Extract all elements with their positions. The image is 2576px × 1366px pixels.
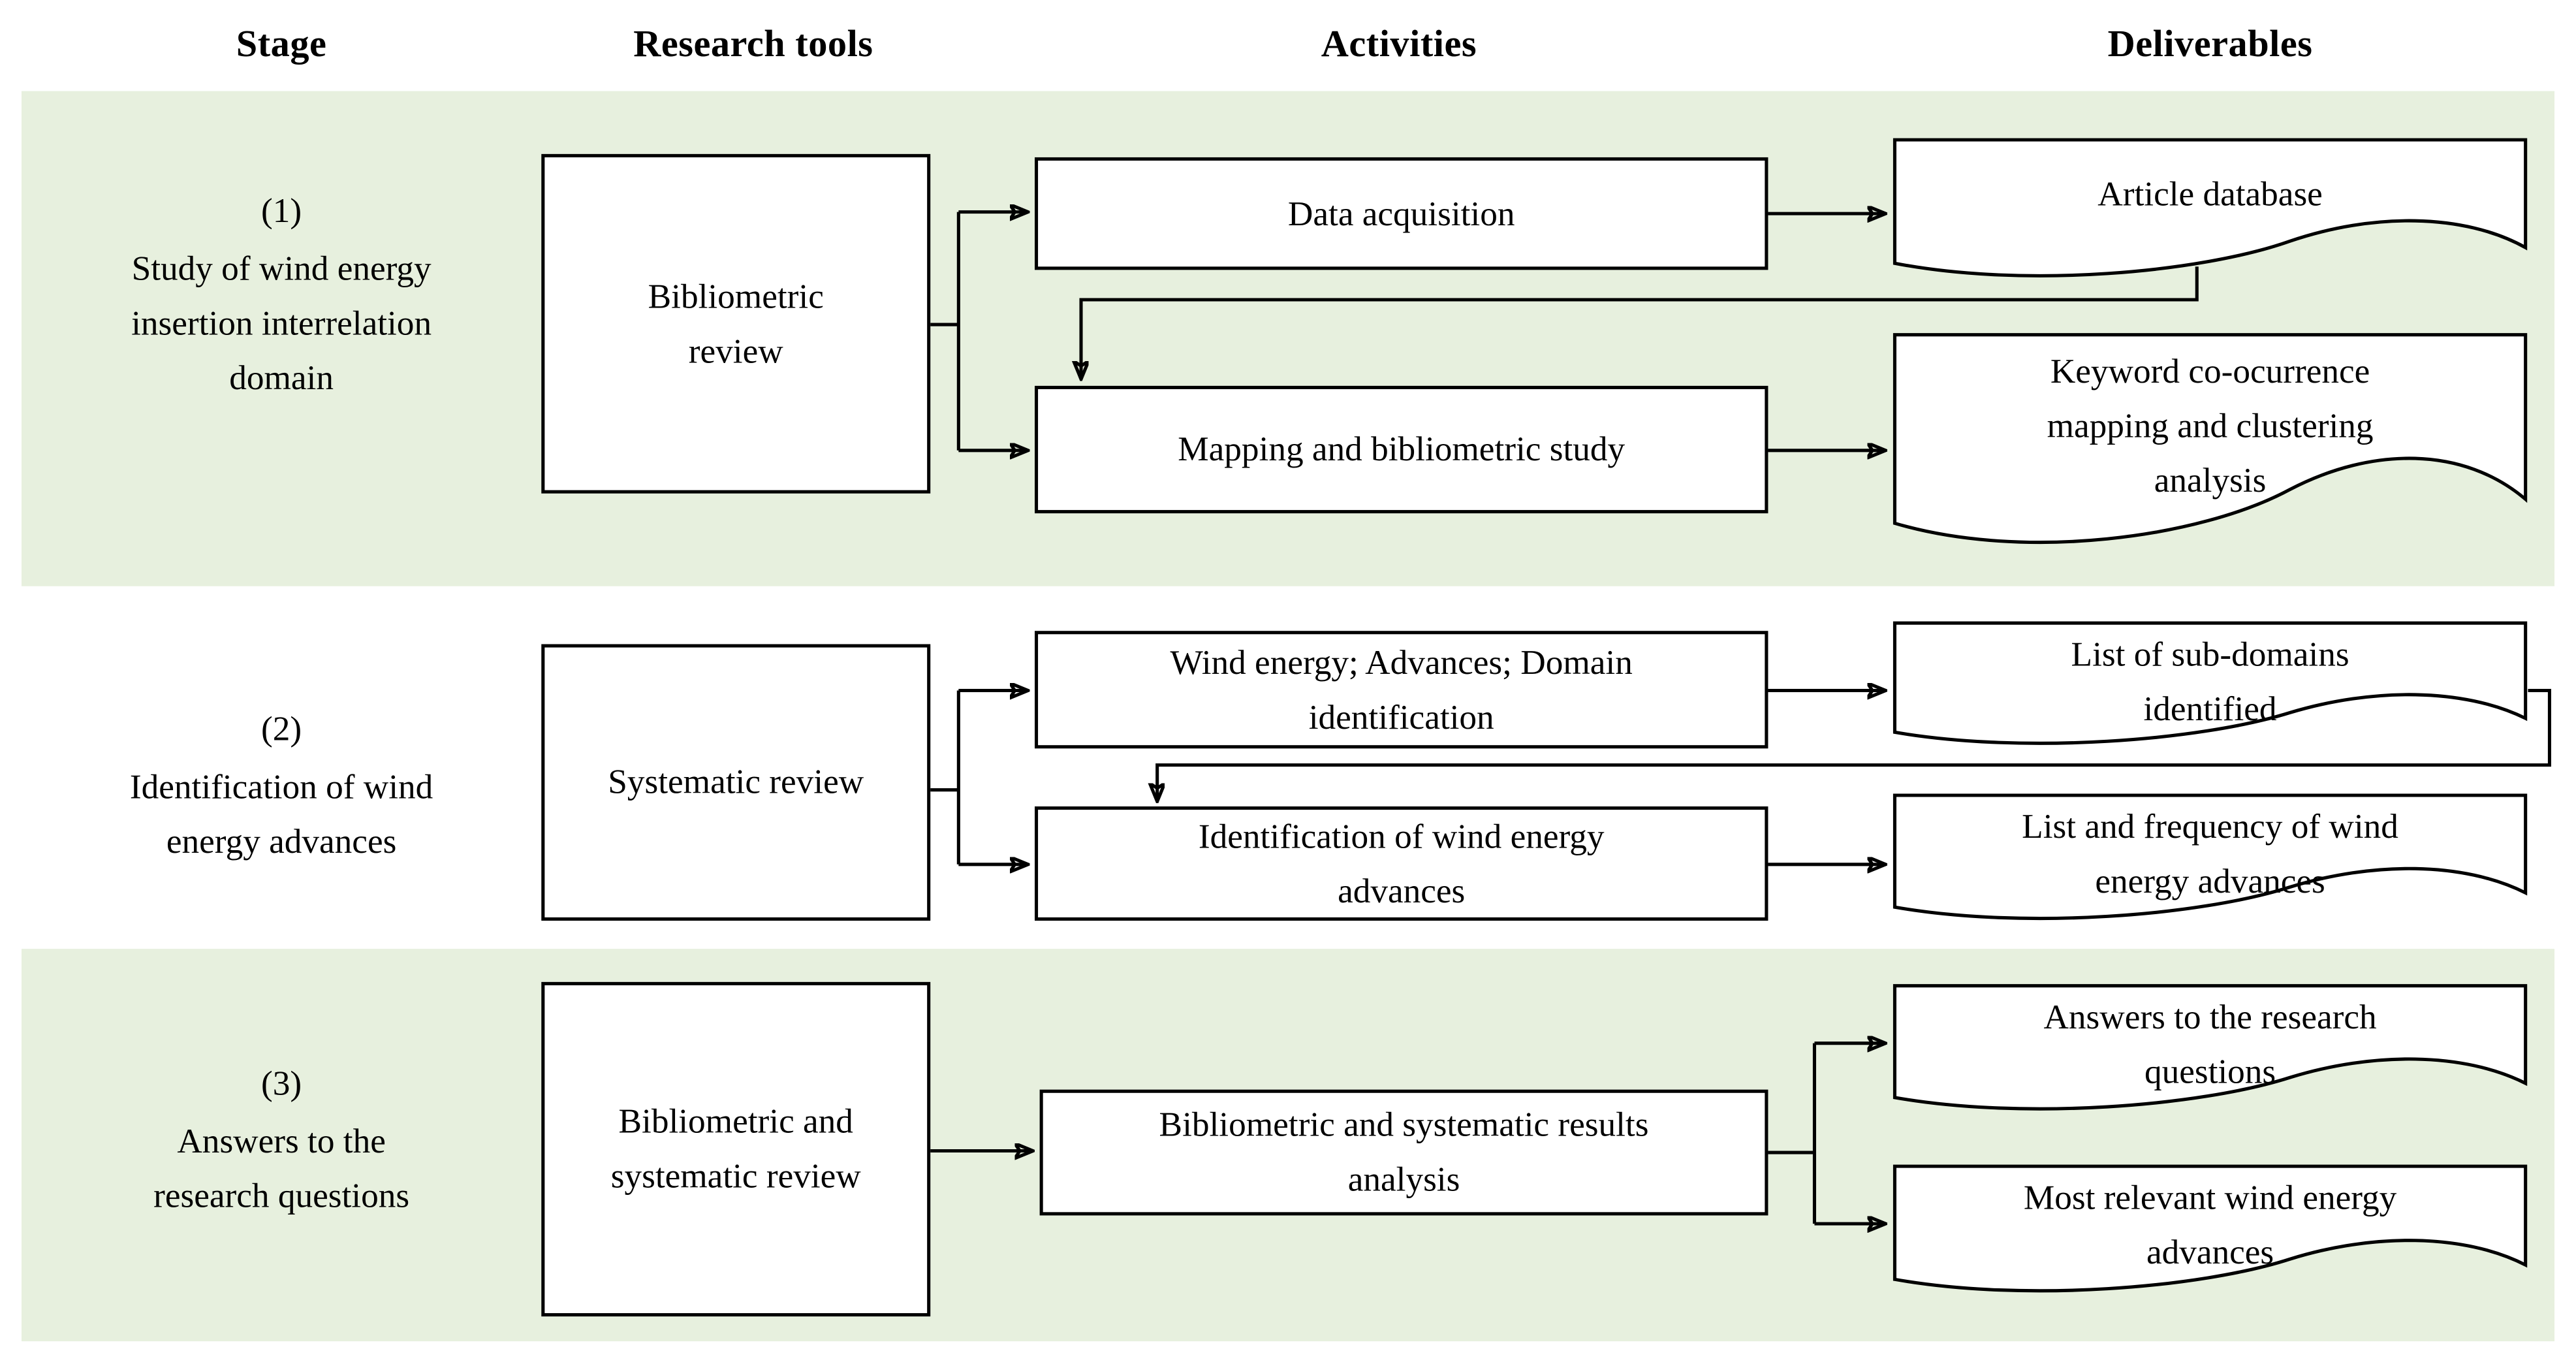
deliverable-text-line: analysis bbox=[2154, 460, 2267, 500]
stage-2-label: (2) Identification of wind energy advanc… bbox=[33, 702, 530, 869]
stage-3-number: (3) bbox=[261, 1063, 302, 1103]
tool-text-line: Systematic review bbox=[608, 761, 864, 802]
deliverable-text-line: Most relevant wind energy bbox=[2023, 1177, 2397, 1217]
stage-1-activity-data-acquisition-box: Data acquisition bbox=[1035, 157, 1768, 270]
stage-1-label-line: Study of wind energy bbox=[131, 248, 432, 289]
stage-1-label: (1) Study of wind energy insertion inter… bbox=[33, 183, 530, 405]
deliverable-text-line: mapping and clustering bbox=[2047, 405, 2374, 446]
stage-3-label-line: research questions bbox=[153, 1175, 410, 1216]
stage-2-tool-box: Systematic review bbox=[541, 644, 931, 921]
stage-1-number: (1) bbox=[261, 190, 302, 230]
deliverable-label: Most relevant wind energy advances bbox=[1893, 1171, 2528, 1280]
deliverable-text-line: Keyword co-ocurrence bbox=[2050, 351, 2370, 391]
deliverable-label: Article database bbox=[1893, 167, 2528, 222]
stage-1-tool-box: Bibliometric review bbox=[541, 153, 931, 494]
column-header-stage: Stage bbox=[236, 23, 327, 65]
deliverable-label: Answers to the research questions bbox=[1893, 991, 2528, 1100]
connector-stage2-tool-split bbox=[930, 690, 960, 865]
stage-2-activity-advances-identification-box: Identification of wind energy advances bbox=[1035, 806, 1768, 921]
tool-text-line: review bbox=[688, 330, 783, 370]
activity-text-line: Identification of wind energy bbox=[1198, 815, 1605, 855]
deliverable-text-line: List of sub-domains bbox=[2071, 634, 2349, 675]
stage-2-deliverable-subdomains-doc: List of sub-domains identified bbox=[1893, 621, 2528, 760]
tool-text-line: systematic review bbox=[610, 1156, 861, 1196]
stage-1-deliverable-keyword-mapping-doc: Keyword co-ocurrence mapping and cluster… bbox=[1893, 331, 2528, 571]
document-shape bbox=[1893, 331, 2528, 571]
stage-3-deliverable-answers-doc: Answers to the research questions bbox=[1893, 983, 2528, 1126]
document-shape bbox=[1893, 1164, 2528, 1309]
document-shape bbox=[1893, 793, 2528, 936]
deliverable-text-line: questions bbox=[2144, 1051, 2276, 1092]
stage-3-deliverable-relevant-advances-doc: Most relevant wind energy advances bbox=[1893, 1164, 2528, 1309]
stage-3-activity-results-analysis-box: Bibliometric and systematic results anal… bbox=[1039, 1089, 1768, 1216]
activity-text-line: Data acquisition bbox=[1287, 193, 1515, 233]
column-header-activities: Activities bbox=[1321, 23, 1477, 65]
activity-text-line: Mapping and bibliometric study bbox=[1178, 428, 1626, 469]
stage-1-activity-mapping-box: Mapping and bibliometric study bbox=[1035, 385, 1768, 514]
stage-2-label-line: energy advances bbox=[166, 821, 397, 861]
activity-text-line: analysis bbox=[1347, 1159, 1460, 1199]
tool-text-line: Bibliometric bbox=[648, 276, 824, 316]
deliverable-label: Keyword co-ocurrence mapping and cluster… bbox=[1893, 344, 2528, 508]
column-header-deliverables: Deliverables bbox=[2107, 23, 2313, 65]
deliverable-label: List of sub-domains identified bbox=[1893, 627, 2528, 737]
stage-2-label-line: Identification of wind bbox=[129, 767, 433, 807]
tool-text-line: Bibliometric and bbox=[618, 1101, 853, 1141]
activity-text-line: Wind energy; Advances; Domain bbox=[1170, 641, 1633, 682]
deliverable-text-line: List and frequency of wind bbox=[2022, 806, 2398, 846]
deliverable-text-line: Answers to the research bbox=[2043, 996, 2377, 1037]
stage-3-label-line: Answers to the bbox=[177, 1120, 386, 1161]
deliverable-text-line: Article database bbox=[2097, 174, 2323, 214]
deliverable-text-line: advances bbox=[2146, 1231, 2274, 1272]
stage-2-activity-domain-identification-box: Wind energy; Advances; Domain identifica… bbox=[1035, 631, 1768, 749]
deliverable-text-line: energy advances bbox=[2095, 861, 2325, 901]
deliverable-label: List and frequency of wind energy advanc… bbox=[1893, 800, 2528, 909]
activity-text-line: identification bbox=[1308, 696, 1494, 737]
stage-3-tool-box: Bibliometric and systematic review bbox=[541, 981, 931, 1317]
activity-text-line: Bibliometric and systematic results bbox=[1159, 1104, 1649, 1145]
activity-text-line: advances bbox=[1338, 870, 1466, 910]
stage-3-label: (3) Answers to the research questions bbox=[33, 1056, 530, 1224]
deliverable-text-line: identified bbox=[2143, 688, 2277, 729]
document-shape bbox=[1893, 983, 2528, 1126]
stage-1-label-line: domain bbox=[229, 357, 334, 398]
stage-1-label-line: insertion interrelation bbox=[131, 303, 432, 343]
stage-2-deliverable-advances-frequency-doc: List and frequency of wind energy advanc… bbox=[1893, 793, 2528, 936]
column-header-research-tools: Research tools bbox=[633, 23, 873, 65]
stage-1-deliverable-article-database-doc: Article database bbox=[1893, 137, 2528, 294]
stage-2-number: (2) bbox=[261, 708, 302, 749]
